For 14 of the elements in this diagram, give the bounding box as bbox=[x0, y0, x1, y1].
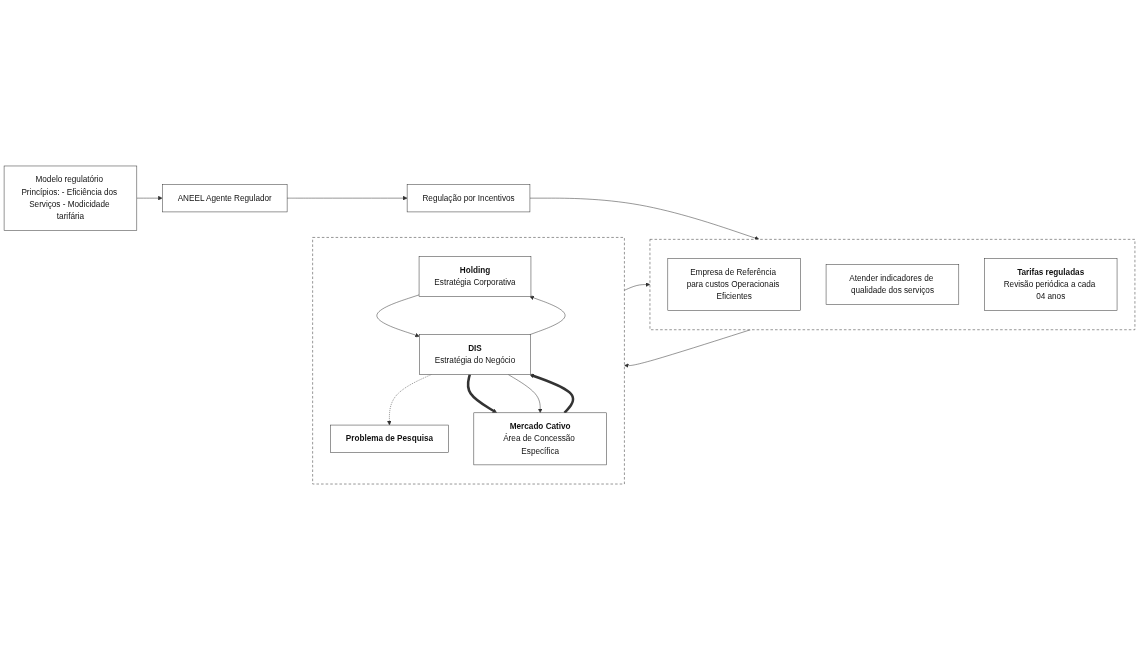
node-box: Regulação por Incentivos bbox=[406, 184, 531, 213]
node-box: ANEEL Agente Regulador bbox=[162, 184, 288, 213]
cluster bbox=[312, 237, 625, 485]
node-box: Mercado Cativo Área de Concessão Específica bbox=[473, 412, 607, 466]
node-box: Empresa de Referência para custos Operacionais Eficientes bbox=[667, 258, 801, 311]
node-box: Holding Estratégia Corporativa bbox=[418, 256, 532, 297]
cluster bbox=[649, 239, 1136, 330]
node-box: Problema de Pesquisa bbox=[330, 424, 449, 453]
arrow bbox=[466, 374, 497, 413]
node-box: Tarifas reguladas Revisão periódica a cada 04 anos bbox=[984, 258, 1118, 311]
node-box: Atender indicadores de qualidade dos serviços bbox=[825, 264, 960, 305]
arrow bbox=[529, 373, 575, 414]
node-box: DIS Estratégia do Negócio bbox=[419, 334, 531, 375]
node-box: Modelo regulatório Princípios: - Eficiência dos Serviços - Modicidade tarifária bbox=[3, 165, 138, 231]
